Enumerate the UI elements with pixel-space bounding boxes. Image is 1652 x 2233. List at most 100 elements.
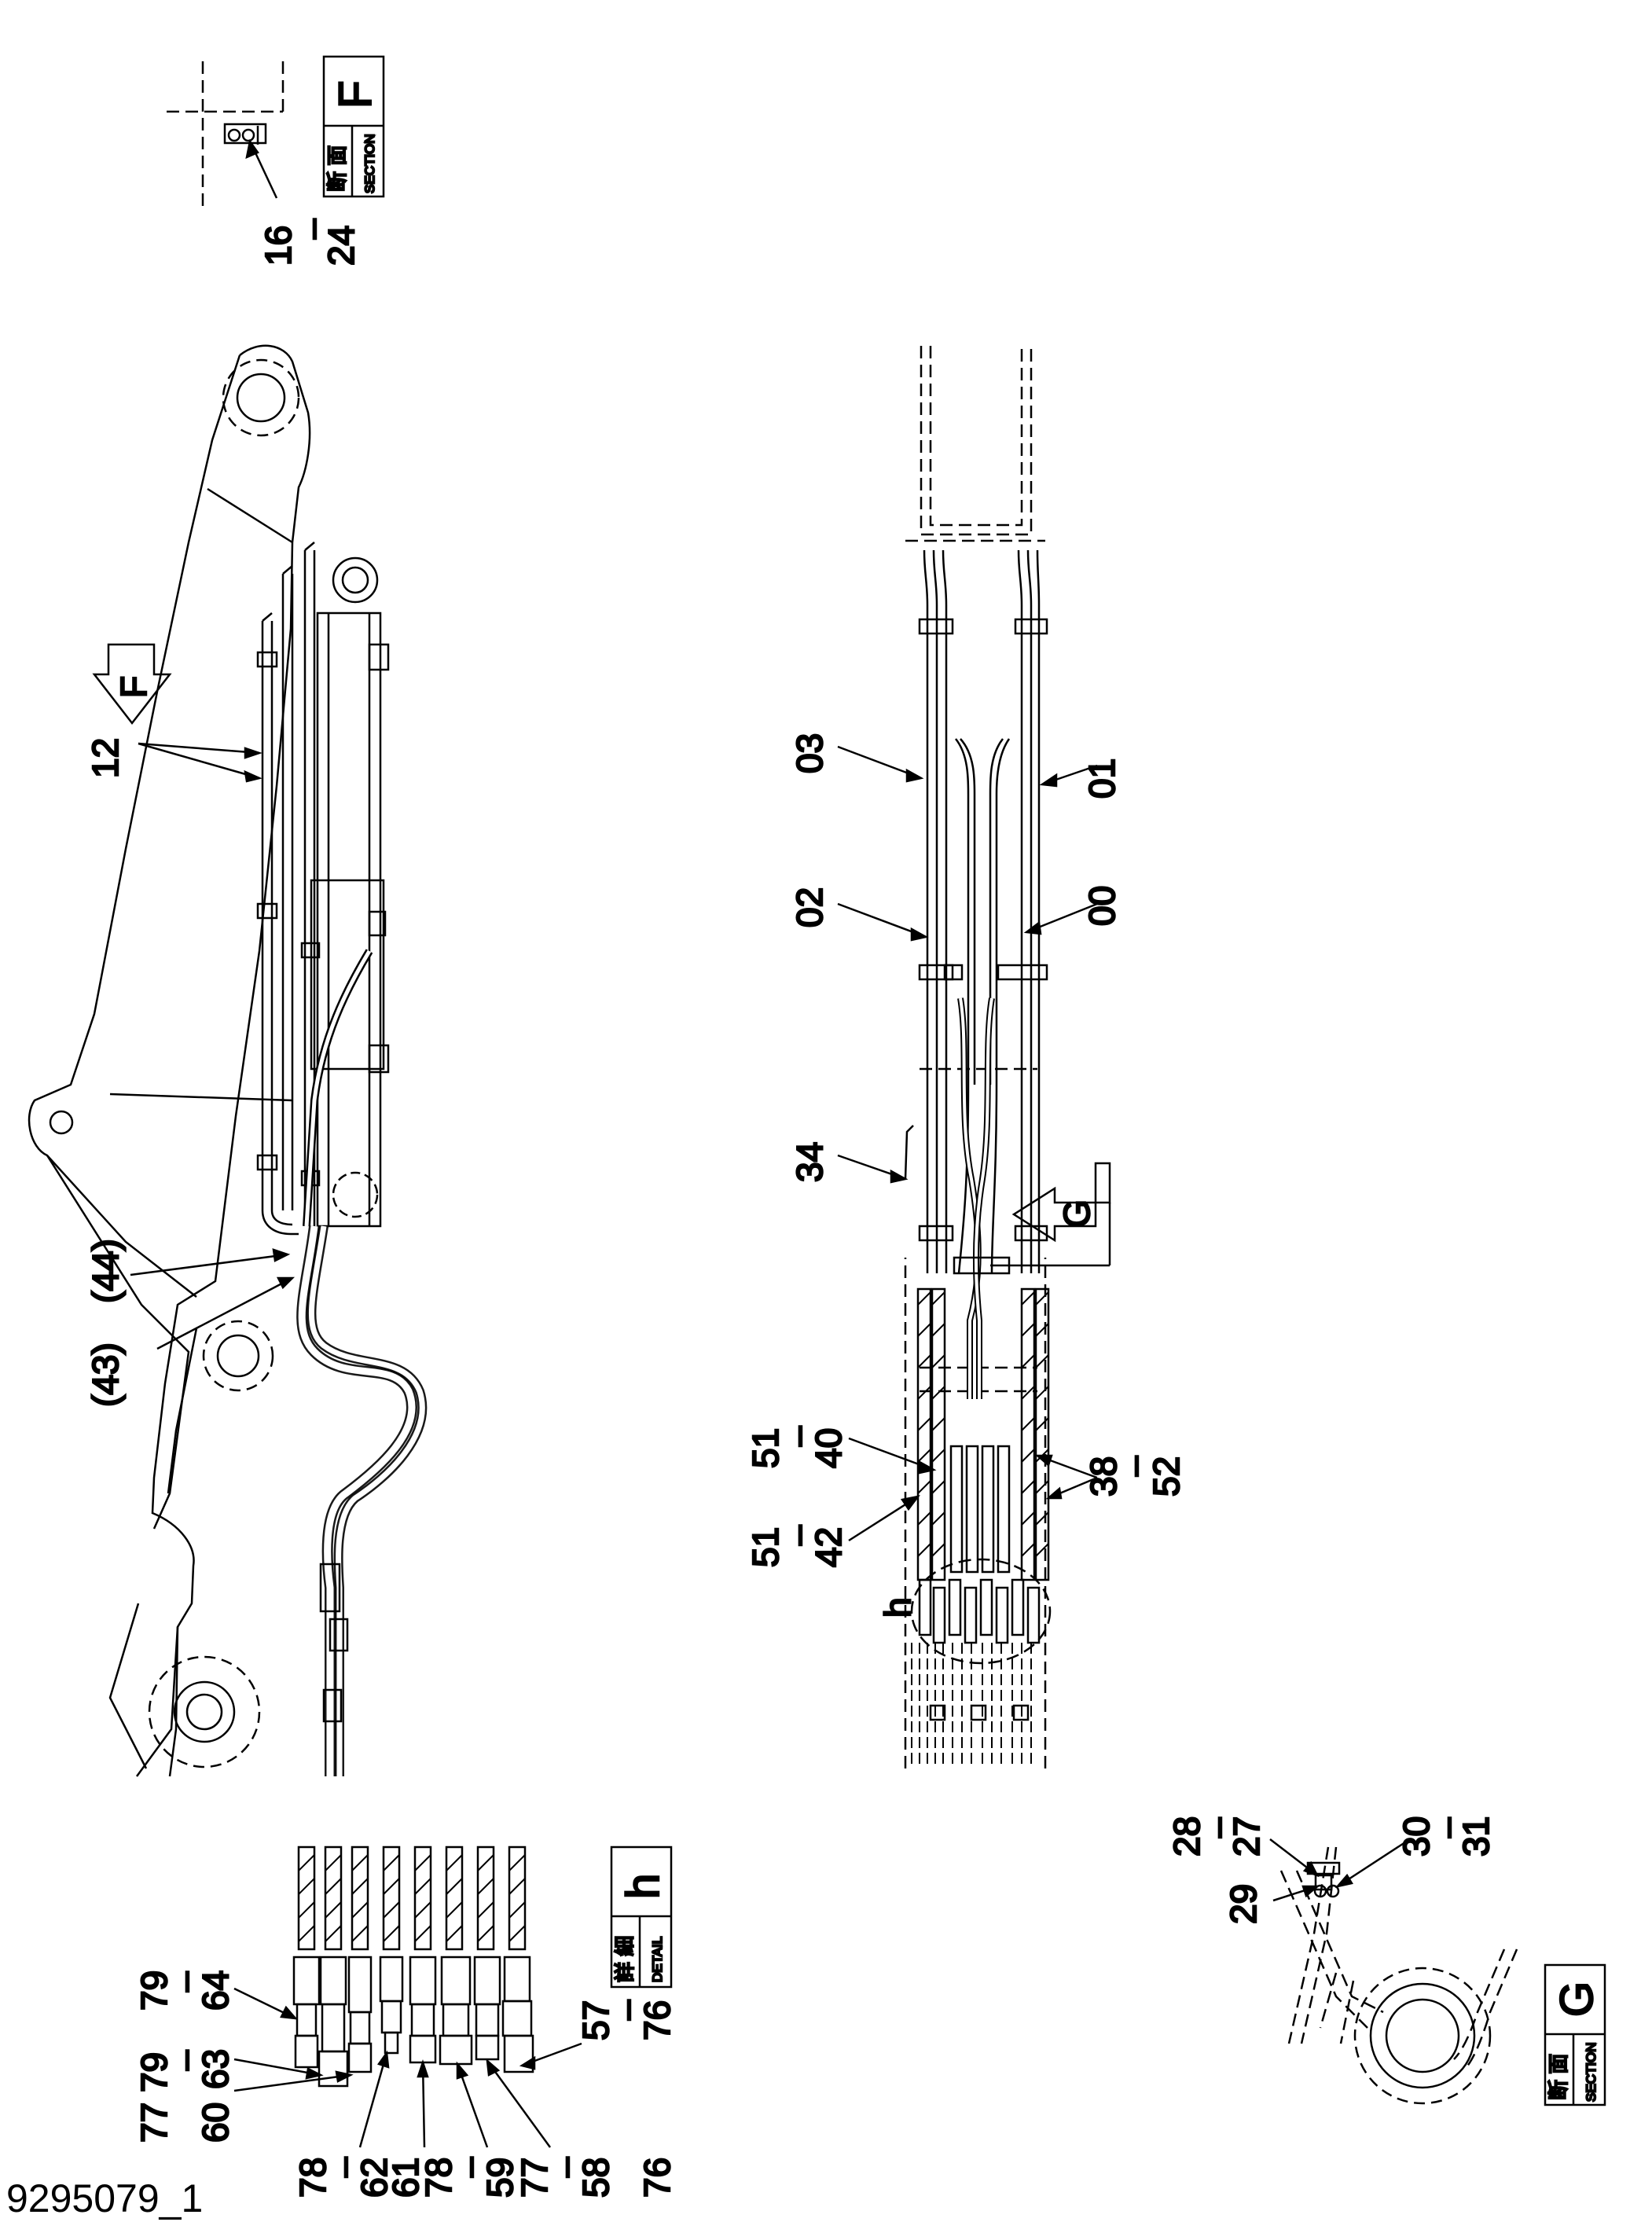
- svg-text:F: F: [330, 81, 381, 108]
- svg-text:62: 62: [354, 2158, 395, 2198]
- callout-77-79-63: 77 79 – 63: [133, 2048, 237, 2144]
- svg-text:31: 31: [1456, 1816, 1496, 1857]
- svg-text:–: –: [322, 2157, 363, 2177]
- callout-38-52: 38 – 52: [1034, 1454, 1188, 1500]
- svg-text:58: 58: [575, 2158, 616, 2198]
- svg-text:DETAIL: DETAIL: [650, 1937, 665, 1982]
- svg-text:–: –: [1196, 1817, 1237, 1838]
- svg-text:28: 28: [1166, 1816, 1207, 1857]
- svg-text:–: –: [448, 2157, 489, 2177]
- callout-03: 03: [788, 733, 924, 783]
- callout-02: 02: [788, 887, 929, 942]
- callout-78-62: 78 – 62: [292, 2156, 396, 2199]
- svg-text:G: G: [1056, 1199, 1097, 1228]
- svg-text:52: 52: [1146, 1456, 1187, 1497]
- svg-text:02: 02: [789, 887, 830, 927]
- svg-text:–: –: [163, 1971, 204, 1992]
- svg-text:57: 57: [575, 2000, 616, 2040]
- section-f-label-box: F 断 面 SECTION: [322, 55, 385, 198]
- svg-text:h: h: [618, 1874, 669, 1899]
- svg-text:–: –: [544, 2157, 585, 2177]
- svg-text:76: 76: [637, 2158, 677, 2198]
- callout-00: 00: [1023, 885, 1123, 935]
- callout-60: 60: [194, 2102, 237, 2144]
- svg-text:59: 59: [479, 2158, 520, 2198]
- callout-51-42: 51 – 42: [744, 1495, 920, 1568]
- section-g-arrow: G: [990, 1162, 1111, 1267]
- svg-text:SECTION: SECTION: [1584, 2042, 1599, 2102]
- detail-h-hoses: [297, 1846, 527, 1951]
- callout-01: 01: [1039, 758, 1123, 799]
- svg-text:78: 78: [418, 2158, 459, 2198]
- steel-pipes-12: [256, 542, 321, 1236]
- svg-text:–: –: [163, 2050, 204, 2070]
- detail-h-label-box: h 詳 細 DETAIL: [610, 1846, 673, 1989]
- svg-text:30: 30: [1396, 1816, 1437, 1857]
- callout-43-44: (44) (43): [84, 1238, 296, 1408]
- svg-text:61: 61: [385, 2158, 426, 2198]
- svg-text:27: 27: [1226, 1816, 1267, 1857]
- svg-text:詳 細: 詳 細: [613, 1936, 637, 1982]
- left-boom-view: F 12 (44) (43): [28, 344, 428, 1777]
- svg-text:77: 77: [514, 2158, 555, 2198]
- center-hoses: [953, 997, 1011, 1399]
- callout-79-64: 79 – 64: [133, 1970, 237, 2012]
- svg-text:00: 00: [1081, 886, 1122, 926]
- callout-28-27: 28 – 27: [1166, 1816, 1320, 1878]
- callout-76-bottom: 76: [636, 2157, 679, 2199]
- section-f-view: 16 – 24: [167, 61, 362, 266]
- tube-set-left: [918, 549, 976, 1274]
- svg-text:77 79: 77 79: [134, 2052, 174, 2143]
- svg-text:63: 63: [195, 2049, 236, 2089]
- svg-text:29: 29: [1223, 1884, 1264, 1924]
- svg-text:–: –: [291, 219, 332, 239]
- detail-h-fittings: [292, 1956, 534, 2088]
- svg-text:–: –: [776, 1426, 817, 1446]
- callout-78-59: 78 – 59: [417, 2156, 522, 2199]
- detail-h-view: [233, 1846, 582, 2148]
- svg-text:断 面: 断 面: [325, 145, 349, 192]
- svg-text:51: 51: [745, 1428, 786, 1468]
- svg-text:51: 51: [745, 1527, 786, 1567]
- svg-text:12: 12: [85, 738, 126, 778]
- svg-text:–: –: [605, 2000, 646, 2020]
- svg-text:–: –: [1426, 1817, 1467, 1838]
- document-id: 9295079_1: [6, 2176, 204, 2220]
- hose-bundle-left: [296, 949, 428, 1776]
- section-g-label-box: G 断 面 SECTION: [1544, 1963, 1606, 2106]
- svg-text:24: 24: [321, 226, 362, 266]
- detail-h-callouts: 79 – 64 77 79 – 63 60 78 – 62 61 78 – 59…: [133, 1970, 679, 2199]
- svg-text:断 面: 断 面: [1547, 2054, 1570, 2100]
- svg-text:SECTION: SECTION: [362, 134, 377, 193]
- svg-text:79: 79: [134, 1970, 174, 2011]
- svg-text:G: G: [1551, 1981, 1602, 2017]
- svg-text:F: F: [113, 676, 154, 698]
- callout-57-76: 57 – 76: [575, 1999, 679, 2042]
- callout-16-24: 16 – 24: [257, 218, 363, 267]
- svg-text:64: 64: [195, 1970, 236, 2011]
- callout-34: 34: [788, 1125, 914, 1184]
- svg-text:(44): (44): [85, 1239, 126, 1303]
- section-f-arrow: F: [92, 643, 172, 725]
- boom-top-pin-circle: [236, 373, 286, 423]
- callout-77-58: 77 – 58: [513, 2156, 618, 2199]
- detail-h-marker: h: [876, 1558, 1052, 1665]
- svg-text:34: 34: [789, 1142, 830, 1182]
- svg-text:42: 42: [808, 1527, 849, 1567]
- svg-text:60: 60: [195, 2103, 236, 2143]
- svg-text:38: 38: [1083, 1456, 1124, 1497]
- svg-text:76: 76: [637, 2000, 677, 2040]
- tube-set-right: [989, 549, 1048, 1274]
- callout-29: 29: [1222, 1883, 1320, 1925]
- callout-51-40: 51 – 40: [744, 1425, 937, 1475]
- callout-30-31: 30 – 31: [1334, 1816, 1497, 1889]
- svg-text:78: 78: [292, 2158, 333, 2198]
- svg-text:–: –: [776, 1525, 817, 1545]
- svg-text:–: –: [1113, 1456, 1154, 1476]
- section-g-callouts: 28 – 27 29 30 – 31: [1166, 1816, 1498, 1926]
- boom-cylinder: [310, 556, 390, 1228]
- svg-text:03: 03: [789, 733, 830, 773]
- svg-text:(43): (43): [85, 1342, 126, 1407]
